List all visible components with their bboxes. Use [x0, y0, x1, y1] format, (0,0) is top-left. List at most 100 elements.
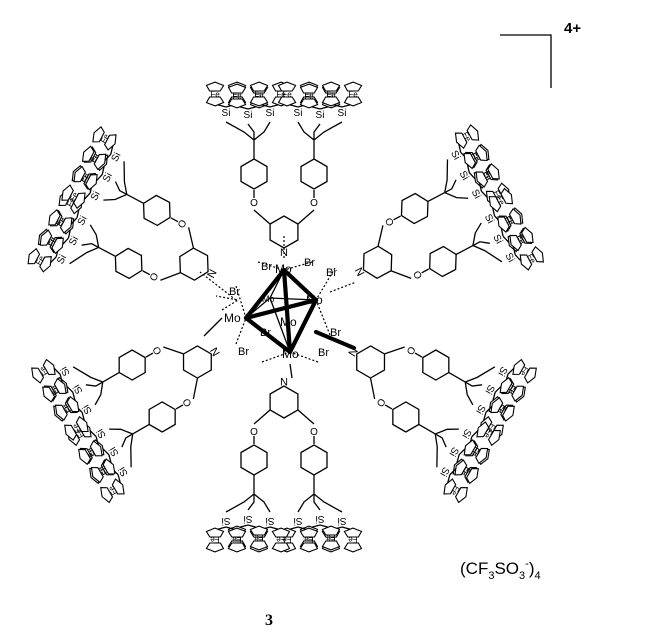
br-atom-4: Br	[326, 267, 337, 279]
ether-o-atom: O	[151, 344, 165, 356]
fe-atom: Fe	[326, 90, 336, 99]
br-atom-7: Br	[260, 327, 271, 339]
fe-atom: Fe	[304, 535, 314, 544]
ferrocene-unit: Fe	[73, 165, 98, 191]
ferrocene-unit: Fe	[39, 229, 64, 255]
ether-o-atom: O	[403, 344, 417, 356]
pyridine-n-atom: N	[352, 266, 366, 279]
ferrocene-unit: Fe	[271, 527, 291, 553]
ferrocene-unit: Fe	[48, 208, 73, 234]
ferrocene-unit: Fe	[277, 81, 297, 107]
br-atom-3: Br	[229, 286, 240, 298]
silicon-atom: Si	[266, 108, 275, 119]
pyridine-n-atom: N	[280, 375, 288, 387]
fe-atom: Fe	[254, 533, 264, 542]
ferrocene-unit: Fe	[299, 83, 319, 109]
fe-atom: Fe	[254, 90, 264, 99]
counterion-label: (CF3SO3-)4	[460, 558, 541, 582]
ferrocene-unit: Fe	[488, 187, 514, 213]
fe-atom: Fe	[481, 169, 494, 182]
silicon-atom: Si	[338, 108, 347, 119]
ferrocene-unit: Fe	[499, 376, 525, 402]
fe-atom: Fe	[210, 90, 220, 99]
compound-number: 3	[265, 612, 273, 629]
ferrocene-unit: Fe	[227, 527, 247, 553]
ferrocene-unit: Fe	[299, 527, 319, 553]
ferrocene-unit: Fe	[509, 226, 534, 252]
ether-o-atom: O	[310, 198, 318, 209]
silicon-atom: Si	[316, 513, 325, 524]
fe-atom: Fe	[276, 535, 286, 544]
ether-o-atom: O	[382, 216, 395, 228]
ferrocene-unit: Fe	[227, 83, 247, 109]
ether-o-atom: O	[310, 425, 318, 436]
br-atom-6: Br	[238, 346, 249, 358]
ferrocene-unit: Fe	[249, 525, 269, 551]
mo-atom-top: Mo	[275, 262, 292, 276]
fe-atom: Fe	[68, 190, 81, 203]
ferrocene-unit: Fe	[475, 163, 500, 188]
silicon-atom: Si	[266, 515, 275, 526]
fe-atom: Fe	[46, 235, 59, 248]
ferrocene-unit: Fe	[321, 81, 341, 107]
fe-atom: Fe	[282, 90, 292, 99]
ferrocene-unit: Fe	[205, 527, 225, 553]
br-atom-1: Br	[261, 261, 272, 273]
dendron-arm: NOSiFeFeSiFeFeSiFeFeOSiFeFeSiFeFeSiFeFe	[205, 375, 363, 553]
fe-atom: Fe	[232, 90, 242, 99]
ether-o-atom: O	[181, 396, 195, 408]
ferrocene-unit: Fe	[249, 81, 269, 107]
fe-atom: Fe	[80, 172, 93, 185]
silicon-atom: Si	[222, 515, 231, 526]
ferrocene-unit: Fe	[205, 81, 225, 107]
fe-atom: Fe	[348, 535, 358, 544]
fe-atom: Fe	[232, 535, 242, 544]
fe-atom: Fe	[348, 90, 358, 99]
ferrocene-unit: Fe	[343, 81, 363, 107]
fe-atom: Fe	[88, 151, 101, 164]
pyridine-n-atom: N	[205, 268, 219, 281]
fe-atom: Fe	[326, 535, 336, 544]
mo-atom-center: Mo	[280, 315, 297, 329]
mo6br8-cluster-core	[199, 236, 357, 379]
ether-o-atom: O	[148, 271, 161, 283]
ferrocene-unit: Fe	[454, 124, 480, 149]
charge-label: 4+	[564, 20, 581, 37]
ferrocene-unit: Fe	[81, 145, 107, 171]
silicon-atom: Si	[294, 515, 303, 526]
ferrocene-unit: Fe	[454, 459, 479, 485]
fe-atom: Fe	[282, 535, 292, 544]
silicon-atom: Si	[294, 108, 303, 119]
silicon-atom: Si	[338, 515, 347, 526]
fe-atom: Fe	[55, 215, 68, 228]
fe-atom: Fe	[304, 92, 314, 101]
ether-o-atom: O	[250, 425, 258, 436]
fe-atom: Fe	[494, 194, 507, 207]
fe-atom: Fe	[210, 535, 220, 544]
mo-atom-right: Mo	[306, 293, 323, 307]
dendron-arm: NOSiFeFeSiFeFeSiFeFeOSiFeFeSiFeFeSiFeFe	[345, 344, 537, 504]
fe-atom: Fe	[515, 233, 528, 246]
ether-o-atom: O	[176, 218, 189, 230]
ferrocene-unit: Fe	[443, 478, 468, 504]
pyridine-n-atom: N	[208, 345, 222, 358]
ferrocene-unit: Fe	[31, 358, 56, 384]
fe-atom: Fe	[525, 252, 538, 265]
br-atom-5: Br	[330, 327, 341, 339]
fe-atom: Fe	[326, 533, 336, 542]
ether-o-atom: O	[250, 198, 258, 209]
fe-atom: Fe	[34, 254, 47, 267]
ferrocene-unit: Fe	[490, 396, 515, 422]
ferrocene-unit: Fe	[54, 395, 80, 421]
ferrocene-unit: Fe	[92, 125, 117, 151]
ether-o-atom: O	[373, 396, 387, 408]
ether-o-atom: O	[410, 269, 423, 281]
mo-atom-bottom: Mo	[282, 347, 299, 361]
silicon-atom: Si	[316, 110, 325, 121]
fe-atom: Fe	[304, 90, 314, 99]
fe-atom: Fe	[276, 90, 286, 99]
br-atom-8: Br	[318, 347, 329, 359]
ferrocene-unit: Fe	[27, 247, 52, 273]
fe-atom: Fe	[503, 214, 516, 227]
mo-atom-back: Mo	[262, 294, 275, 304]
